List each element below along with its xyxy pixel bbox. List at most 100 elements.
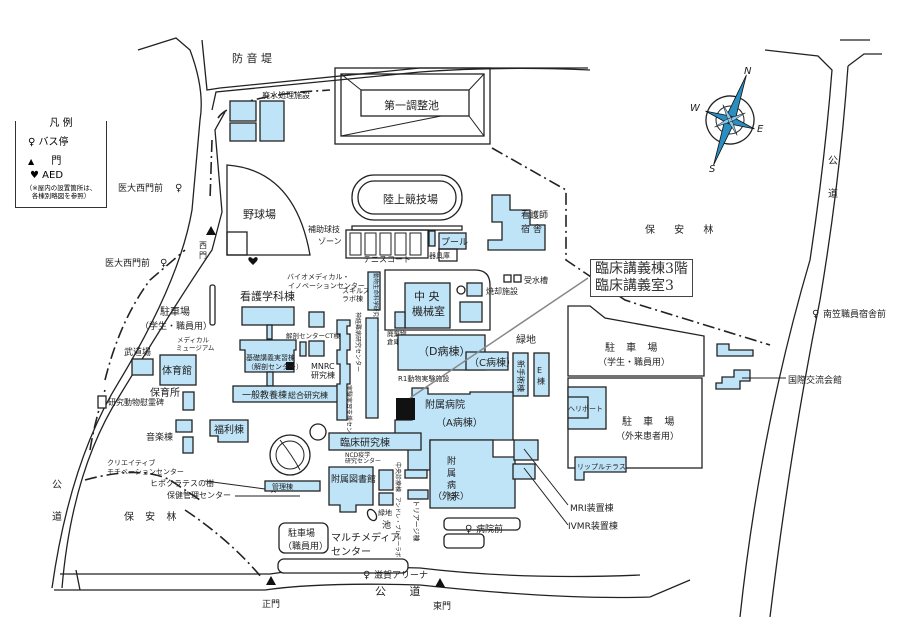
- hippo-label: ヒポクラテスの樹: [150, 478, 214, 488]
- parking-out-label-2: （外来患者用）: [616, 430, 679, 442]
- track-field: 陸上競技場: [351, 174, 463, 231]
- clinical-research-building: [328, 432, 422, 451]
- legend-item-gate: ▲ 門: [28, 156, 62, 167]
- bus-stop-icon: ♀: [363, 570, 370, 581]
- gym-label: 体育館: [162, 364, 192, 377]
- compass-rose: [705, 74, 755, 166]
- neuro-lab-support: [336, 319, 351, 421]
- lecture-room-callout: 臨床講義棟3階 臨床講義室3: [590, 259, 693, 297]
- ripple-label: リップルテラス: [577, 463, 626, 471]
- general-ed-label: 一般教養棟: [242, 389, 287, 401]
- library-label: 附属図書館: [331, 473, 376, 485]
- parking-staff-label-1: 駐車場: [288, 527, 315, 539]
- animal-center: [367, 271, 381, 311]
- parking-student-label-1: 駐 車 場: [605, 341, 661, 354]
- neuro-label: 神経難病研究センター: [354, 312, 362, 372]
- waste-store-label-2: 倉庫: [387, 337, 401, 346]
- bus-stop-icon: ♀: [465, 524, 472, 535]
- bus-stop-west-2: 医大西門前: [105, 257, 150, 269]
- welfare-label: 福利棟: [214, 423, 244, 436]
- east-gate-icon: [435, 578, 445, 587]
- main-gate-label: 正門: [262, 599, 280, 610]
- c-ward: [465, 351, 509, 371]
- ncd-label-2: 研究センター: [345, 457, 381, 465]
- parking-students-east: 駐 車 場 （学生・職員用）: [567, 305, 705, 377]
- water-tank-label: 受水槽: [524, 275, 548, 285]
- soundproof-bank-label: 防 音 堤: [232, 51, 272, 65]
- sub-ball-label-2: ゾーン: [318, 237, 342, 246]
- pond-1-label: 第一調整池: [384, 98, 439, 112]
- basic-lecture-building: 基礎講義実習棟 （解剖センター）: [239, 339, 303, 373]
- track-label: 陸上競技場: [383, 192, 438, 206]
- pond-1: 第一調整池: [334, 67, 491, 145]
- welfare-building: 福利棟: [209, 419, 249, 443]
- creative-label-2: モチベーションセンター: [107, 467, 184, 476]
- new-surgery-label: 新手術棟: [516, 360, 526, 392]
- intl-exchange-hall: 国際交流会館: [715, 343, 842, 390]
- west-gate-icon: [206, 226, 216, 235]
- bus-stop-arena: 滋賀アリーナ: [374, 569, 428, 581]
- main-gate-icon: [266, 576, 276, 585]
- parking-w-label-2: （学生・職員用）: [140, 320, 212, 332]
- outpatient-5: （外来）: [433, 490, 469, 502]
- bus-stop-icon: ♀: [28, 137, 36, 148]
- central-mechanical-room: 中 央 機械室: [384, 269, 491, 331]
- road-west-1: 公: [52, 480, 62, 491]
- tennis-label: テニスコート: [363, 255, 411, 264]
- legend-note: （※屋内の設置箇所は、 各棟別略図を参照）: [25, 184, 97, 200]
- road-west-2: 道: [52, 510, 62, 523]
- pond2-label: 池: [382, 519, 391, 531]
- bus-stop-minamikasa: 南笠職員宿舎前: [823, 308, 886, 320]
- clinical-res-label: 臨床研究棟: [340, 436, 390, 449]
- legend-item-bus: ♀ バス停: [28, 137, 69, 148]
- multimedia-label-1: マルチメディア: [331, 531, 400, 544]
- compass-s: S: [709, 164, 716, 175]
- budo-hall: 武道場: [124, 346, 154, 376]
- west-gate-label-2: 門: [199, 251, 207, 260]
- music-label: 音楽棟: [146, 431, 173, 443]
- green-label: 緑地: [516, 333, 536, 346]
- baseball-field: 野球場: [226, 164, 311, 265]
- mnrc-label-1: MNRC: [311, 362, 335, 371]
- compass-w: W: [690, 103, 701, 114]
- nurse-dormitory: 看護師 宿 舎: [487, 194, 548, 251]
- ct-label: 解剖センターCT棟: [286, 331, 341, 340]
- helipad-label: ヘリポート: [568, 405, 603, 413]
- forest-sw-label: 保 安 林: [124, 510, 180, 523]
- budo-label: 武道場: [124, 346, 151, 358]
- east-gate-label: 東門: [433, 600, 451, 612]
- memorial-label: 研究動物慰霊碑: [108, 397, 164, 407]
- tennis-courts: テニスコート: [345, 229, 429, 264]
- incinerator-label: 焼却施設: [486, 286, 518, 296]
- admin-building: [264, 480, 321, 492]
- gates: [206, 226, 445, 587]
- museum-label-1: メディカル: [177, 335, 210, 344]
- bus-stop-west-1: 医大西門前: [118, 182, 163, 194]
- parking-student-label-2: （学生・職員用）: [598, 356, 670, 368]
- baseball-label: 野球場: [243, 207, 276, 221]
- lab-support-label: 実験実習支援センター: [345, 385, 353, 445]
- outpatient-2: 属: [447, 468, 456, 479]
- forest-ne-label: 保 安 林: [645, 223, 721, 236]
- nurse-dorm-label-2: 宿 舎: [521, 223, 542, 235]
- bio-label-2: イノベーションセンター: [288, 281, 365, 290]
- wastewater-label: 廃水処理施設: [262, 90, 310, 100]
- aed-heart-icon: [248, 257, 258, 265]
- general-res-label: 総合研究棟: [288, 390, 328, 400]
- mri-label: MRI装置棟: [570, 502, 614, 514]
- basic-label-1: 基礎講義実習棟: [246, 353, 295, 362]
- e-building: [533, 352, 550, 397]
- west-gate-label-1: 西: [199, 241, 207, 250]
- hospital-label: 附属病院: [425, 398, 465, 411]
- andre-label: アンドレ・プレチーラボ: [394, 497, 402, 558]
- general-education-building: 一般教養棟 総合研究棟: [232, 385, 339, 403]
- aed-heart-icon: ♥: [30, 170, 39, 181]
- ncd-label-1: NCD疫学: [345, 451, 370, 459]
- waste-store-label-1: 廃棄物: [387, 329, 407, 338]
- library: [328, 466, 374, 513]
- a-ward-label: （A病棟）: [436, 416, 483, 429]
- nurse-dorm-label-1: 看護師: [521, 209, 548, 221]
- road-south-label: 公 道: [375, 584, 431, 598]
- pool-label: プール: [441, 237, 468, 248]
